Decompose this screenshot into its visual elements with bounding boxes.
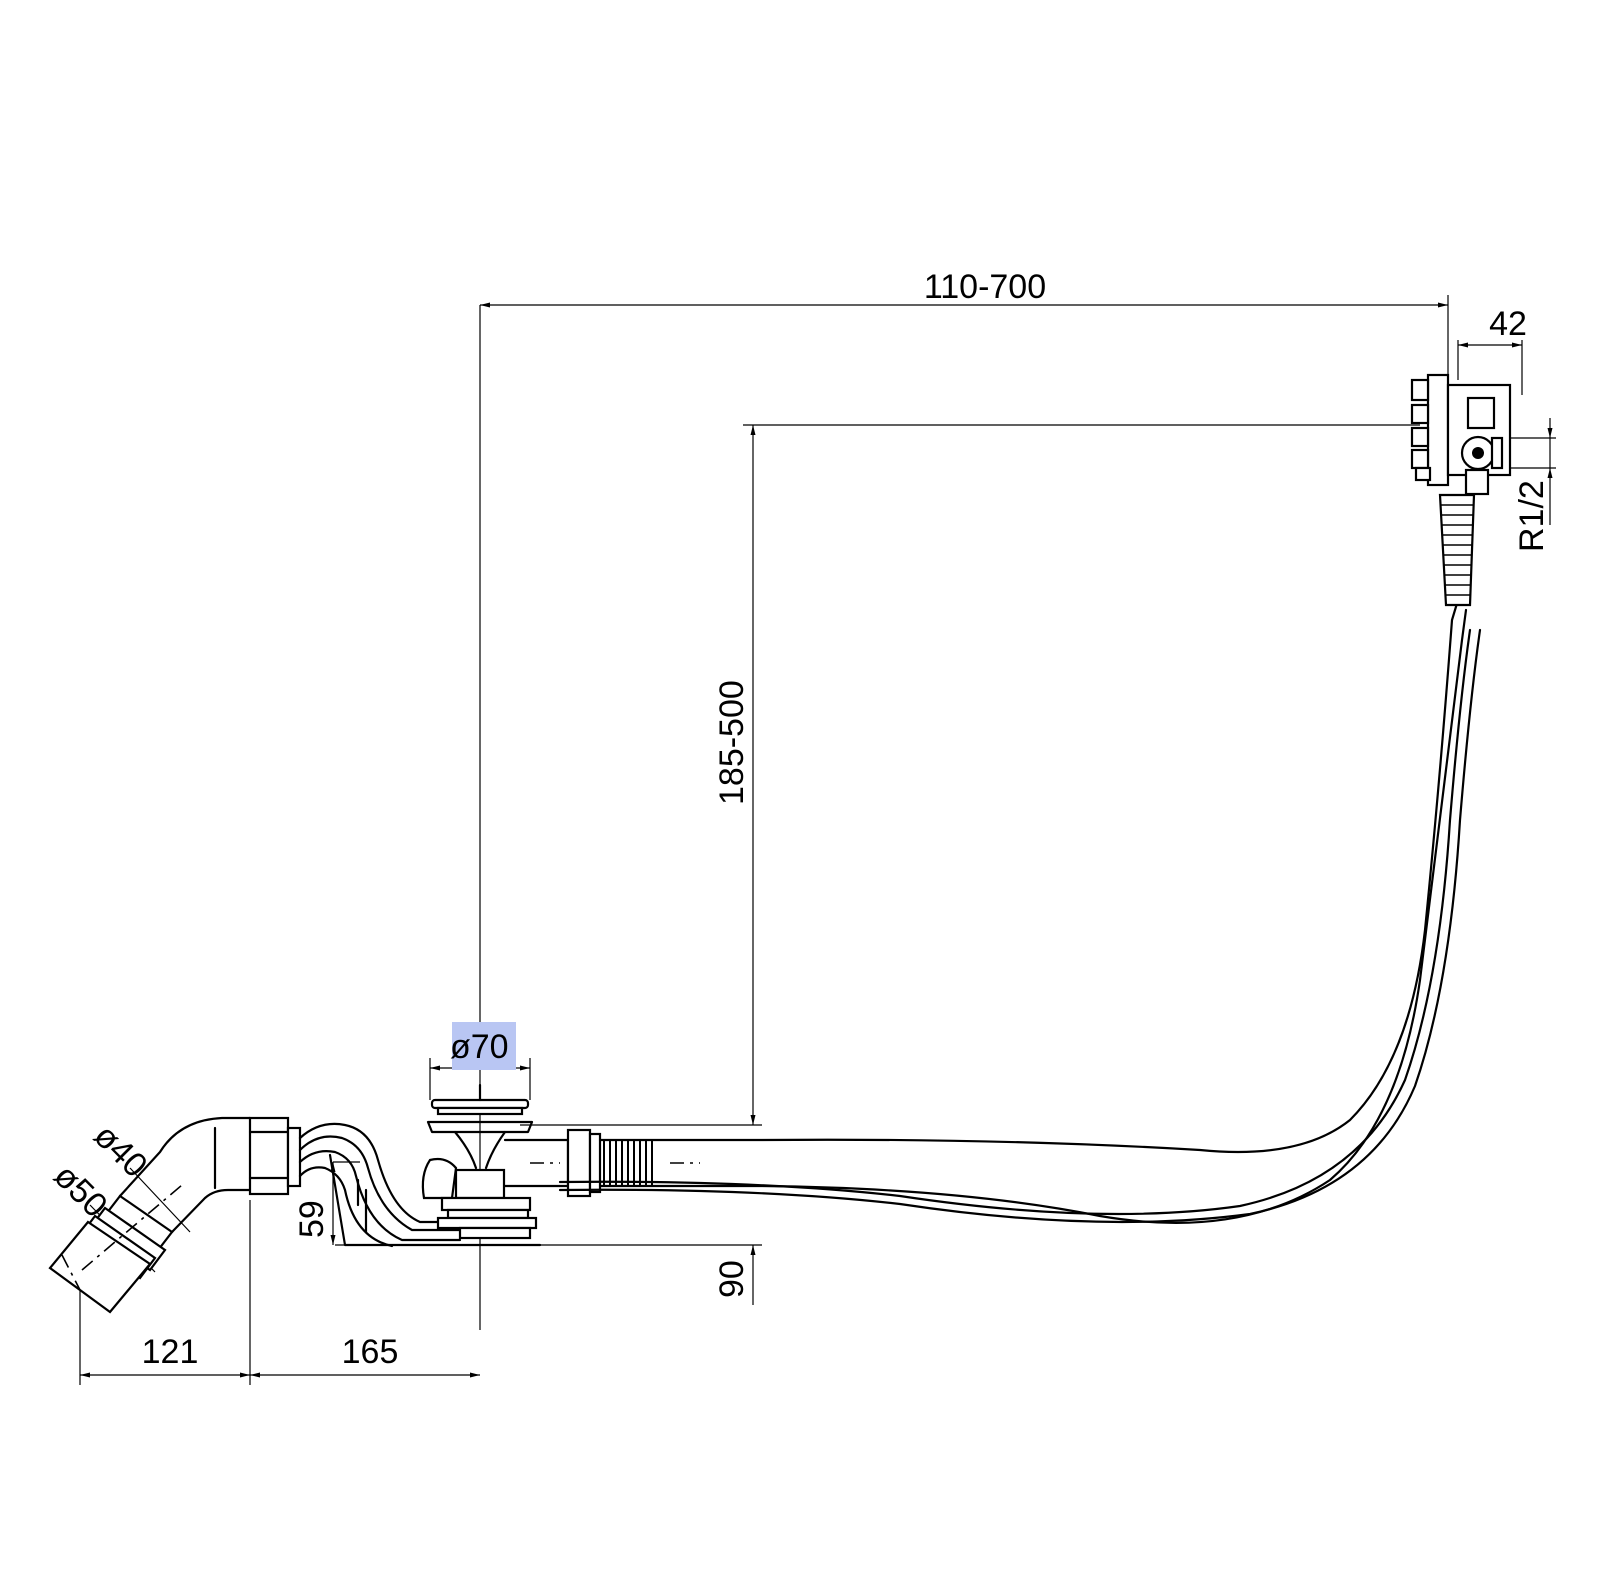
label-overflow-height: 185-500 xyxy=(713,680,751,805)
outlet-pipe xyxy=(48,1116,252,1314)
overflow-filler-head xyxy=(1410,373,1512,607)
label-outlet-diameter-inner: ø40 xyxy=(86,1117,154,1185)
drain-diameter-highlight xyxy=(452,1022,516,1070)
coupling-nut xyxy=(248,1116,302,1196)
label-connection-thread: R1/2 xyxy=(1513,480,1551,552)
label-drain-diameter: ø70 xyxy=(450,1028,509,1066)
dimension-labels: 110-700 42 R1/2 185-500 ø70 ø40 ø50 59 9… xyxy=(46,268,1551,1371)
trap-body xyxy=(298,1122,542,1248)
label-trap-length: 165 xyxy=(342,1333,399,1371)
label-filler-width: 42 xyxy=(1489,305,1527,343)
overflow-hose xyxy=(503,598,1482,1224)
label-outlet-offset: 121 xyxy=(142,1333,199,1371)
label-depth-below: 90 xyxy=(713,1260,751,1298)
drain-plug xyxy=(421,1083,538,1240)
label-trap-height: 59 xyxy=(293,1200,331,1238)
label-overall-length: 110-700 xyxy=(924,268,1046,306)
dimension-lines xyxy=(79,295,1556,1385)
